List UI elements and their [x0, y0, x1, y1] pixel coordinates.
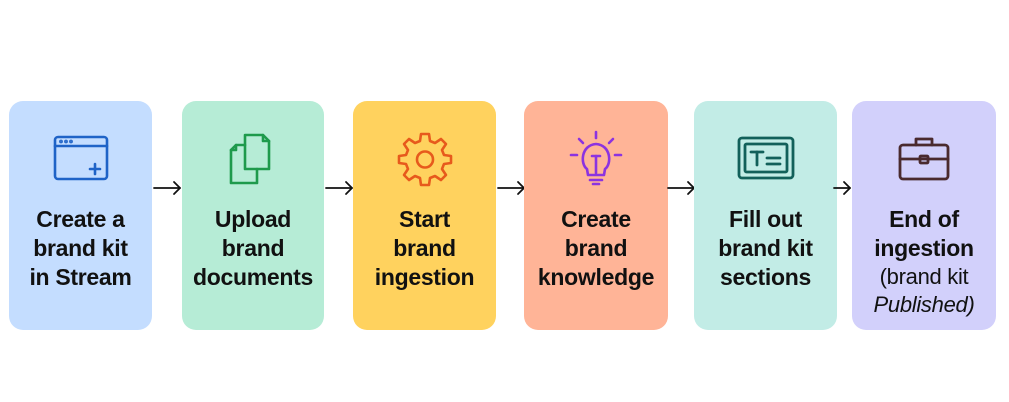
step-label-line: Create: [561, 206, 631, 232]
step-label: Create brand knowledge: [530, 205, 662, 292]
step-label-line: knowledge: [537, 264, 655, 290]
step-label-line: Published): [873, 292, 975, 317]
briefcase-icon: [894, 129, 954, 189]
step-label-line: brand kit: [718, 235, 813, 261]
flow-arrow: [830, 178, 854, 198]
step-fill-sections: Fill out brand kit sections: [694, 101, 837, 330]
step-label: Fill out brand kit sections: [700, 205, 831, 292]
step-label-line: documents: [193, 264, 313, 290]
step-label-line: in Stream: [29, 264, 132, 290]
step-start-ingestion: Start brand ingestion: [353, 101, 496, 330]
step-label-line: Create a: [36, 206, 125, 232]
step-label-line: Start: [399, 206, 450, 232]
step-label-line: brand: [221, 235, 285, 261]
step-label: Create a brand kit in Stream: [15, 205, 146, 292]
step-label-line: Upload: [214, 206, 292, 232]
step-label-line: ingestion: [874, 235, 974, 261]
step-label: End of ingestion (brand kit Published): [858, 205, 990, 319]
step-label-line: (brand kit: [879, 264, 969, 289]
step-label-line: ingestion: [374, 264, 475, 290]
lightbulb-icon: [566, 129, 626, 189]
flow-arrow: [324, 178, 358, 198]
step-end-ingestion: End of ingestion (brand kit Published): [852, 101, 996, 330]
step-label: Upload brand documents: [188, 205, 318, 292]
step-create-brand-kit: Create a brand kit in Stream: [9, 101, 152, 330]
step-label-line: End of: [889, 206, 959, 232]
step-label-line: Fill out: [729, 206, 802, 232]
step-label-line: brand: [564, 235, 628, 261]
gear-icon: [395, 129, 455, 189]
documents-copy-icon: [223, 129, 283, 189]
text-form-icon: [736, 129, 796, 189]
flow-arrow: [152, 178, 186, 198]
step-label-line: sections: [720, 264, 811, 290]
browser-window-add-icon: [51, 129, 111, 189]
step-label: Start brand ingestion: [359, 205, 490, 292]
step-create-knowledge: Create brand knowledge: [524, 101, 668, 330]
step-label-line: brand: [393, 235, 456, 261]
step-upload-documents: Upload brand documents: [182, 101, 324, 330]
step-label-line: brand kit: [33, 235, 128, 261]
